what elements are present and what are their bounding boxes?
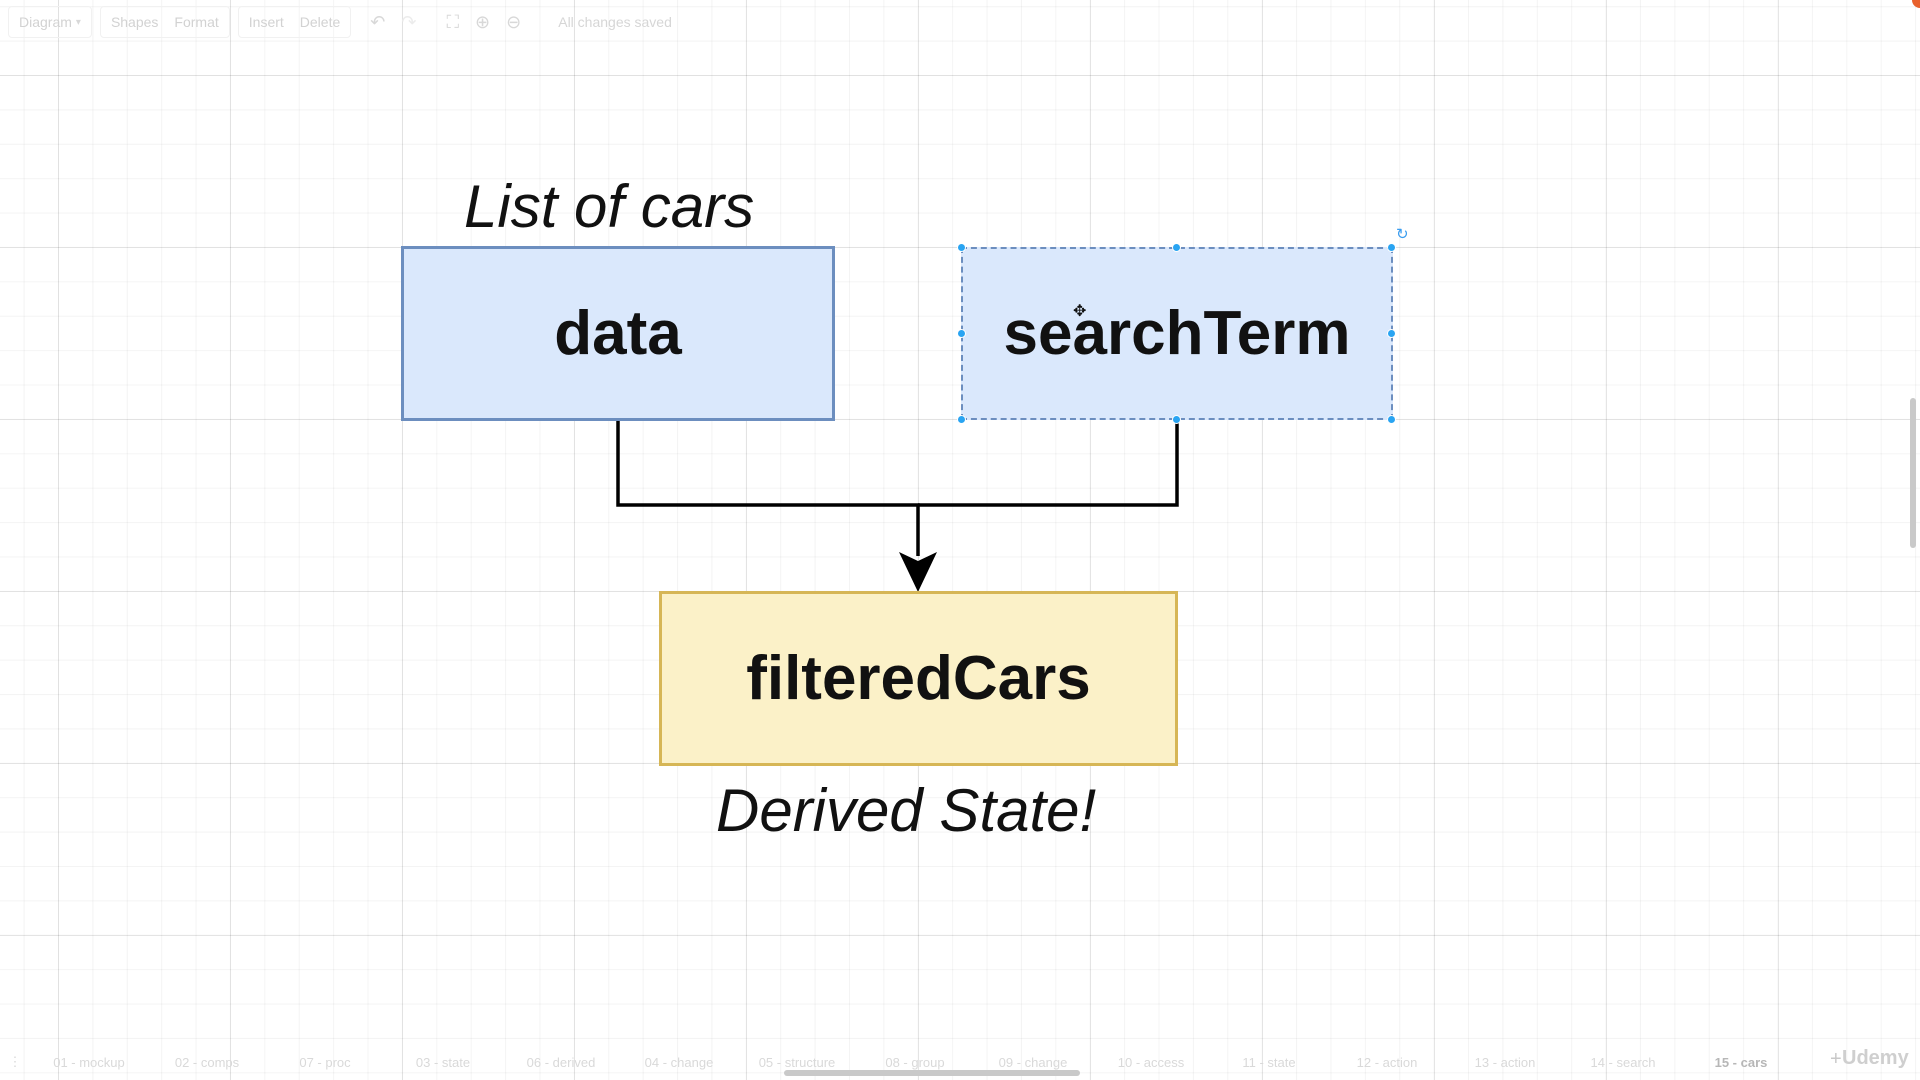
format-button[interactable]: Format <box>174 14 219 30</box>
resize-handle-nw[interactable] <box>957 243 966 252</box>
list-of-cars-label[interactable]: List of cars <box>464 173 755 240</box>
delete-button[interactable]: Delete <box>299 14 341 30</box>
search-term-box-label: searchTerm <box>1003 299 1351 368</box>
filtered-cars-box-label: filteredCars <box>746 644 1091 713</box>
resize-handle-se[interactable] <box>1387 415 1396 424</box>
page-tab[interactable]: 08 - group <box>885 1054 945 1070</box>
redo-icon[interactable]: ↷ <box>401 11 417 32</box>
fullscreen-icon[interactable]: ⛶ <box>446 11 460 32</box>
horizontal-scrollbar[interactable] <box>784 1070 1080 1076</box>
filtered-cars-box[interactable]: filteredCars <box>659 591 1178 766</box>
move-cursor-icon: ✥ <box>1073 303 1087 320</box>
search-term-box[interactable]: searchTerm <box>961 247 1393 420</box>
page-tab[interactable]: 07 - proc <box>299 1054 351 1070</box>
chevron-down-icon[interactable]: ▾ <box>75 16 81 28</box>
resize-handle-sw[interactable] <box>957 415 966 424</box>
shapes-format-group: Shapes Format <box>99 6 230 38</box>
page-tab[interactable]: 09 - change <box>998 1054 1068 1070</box>
rotate-icon[interactable]: ↻ <box>1396 226 1409 243</box>
page-tab[interactable]: 03 - state <box>415 1054 471 1070</box>
page-tab[interactable]: 14 - search <box>1590 1054 1656 1070</box>
save-status: All changes saved <box>558 14 672 30</box>
zoom-out-icon[interactable]: ⊖ <box>506 11 522 32</box>
page-tab[interactable]: 13 - action <box>1474 1054 1536 1070</box>
resize-handle-s[interactable] <box>1172 415 1181 424</box>
page-tab[interactable]: 02 - comps <box>174 1054 240 1070</box>
page-tab[interactable]: 11 - state <box>1242 1054 1296 1070</box>
vertical-scrollbar[interactable] <box>1910 398 1916 548</box>
udemy-watermark: Udemy <box>1842 1047 1909 1069</box>
diagram-menu[interactable]: Diagram <box>19 14 72 30</box>
page-menu-icon[interactable]: ⋮ <box>8 1054 22 1069</box>
page-tab[interactable]: 06 - derived <box>526 1054 596 1070</box>
page-tab[interactable]: 01 - mockup <box>53 1054 125 1070</box>
zoom-in-icon[interactable]: ⊕ <box>475 11 491 32</box>
page-tab-active[interactable]: 15 - cars <box>1714 1054 1768 1070</box>
diagram-menu-group: Diagram ▾ <box>8 6 92 38</box>
insert-delete-group: Insert Delete <box>237 6 352 38</box>
page-tab[interactable]: 05 - structure <box>758 1054 836 1070</box>
corner-indicator <box>1912 0 1920 8</box>
arrowhead-icon <box>899 552 937 592</box>
data-box-label: data <box>554 299 682 368</box>
undo-icon[interactable]: ↶ <box>370 11 386 32</box>
derived-state-label[interactable]: Derived State! <box>716 777 1097 844</box>
connector-data-to-filtered[interactable] <box>616 420 920 556</box>
page-tab[interactable]: 10 - access <box>1117 1054 1185 1070</box>
page-tab[interactable]: 04 - change <box>644 1054 714 1070</box>
page-tab[interactable]: 12 - action <box>1356 1054 1418 1070</box>
resize-handle-e[interactable] <box>1387 329 1396 338</box>
undo-redo-group: ↶ ↷ <box>359 6 427 38</box>
view-group: ⛶ ⊕ ⊖ <box>435 6 532 38</box>
insert-button[interactable]: Insert <box>248 14 284 30</box>
shapes-button[interactable]: Shapes <box>110 14 159 30</box>
add-page-icon[interactable]: + <box>1830 1048 1842 1070</box>
resize-handle-n[interactable] <box>1172 243 1181 252</box>
connector-search-to-filtered[interactable] <box>918 420 1179 507</box>
data-box[interactable]: data <box>401 246 835 421</box>
toolbar: Diagram ▾ Shapes Format Insert Delete ↶ … <box>0 0 1920 44</box>
resize-handle-ne[interactable] <box>1387 243 1396 252</box>
page-tabs-bar: ⋮ 01 - mockup 02 - comps 07 - proc 03 - … <box>0 1050 1920 1074</box>
resize-handle-w[interactable] <box>957 329 966 338</box>
